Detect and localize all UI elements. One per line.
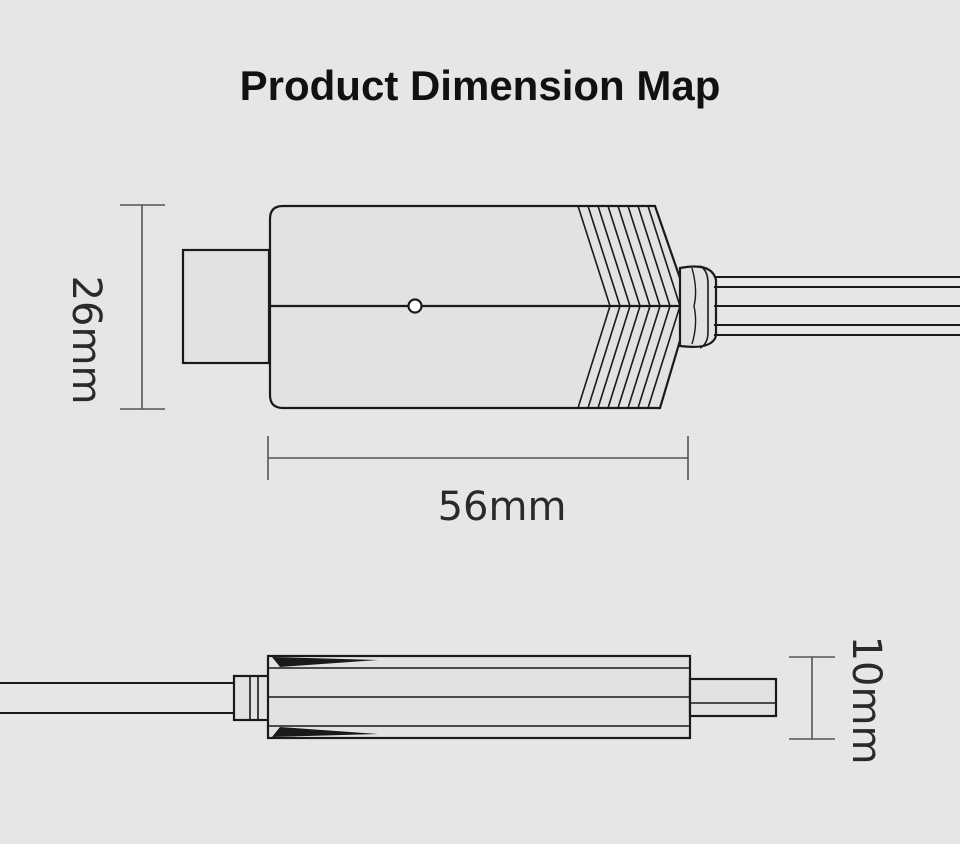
length-label: 56mm [438,484,567,530]
length-dimension [267,436,689,480]
hdmi-plug [181,248,271,365]
height-dimension [120,204,165,410]
top-view-connector [181,204,960,410]
center-dot [407,298,423,314]
grip-chevrons [577,205,681,409]
side-cable [0,682,236,714]
thickness-label: 10mm [843,636,889,765]
strain-relief [678,265,718,348]
side-grip-bottom [272,727,378,737]
side-hdmi-plug [688,677,778,718]
side-strain-relief [232,674,272,722]
page-title: Product Dimension Map [239,62,721,109]
top-cable [714,276,960,336]
side-grip-top [272,657,378,667]
thickness-dimension [789,656,835,740]
height-label: 26mm [63,276,109,405]
side-view-connector [0,654,778,740]
